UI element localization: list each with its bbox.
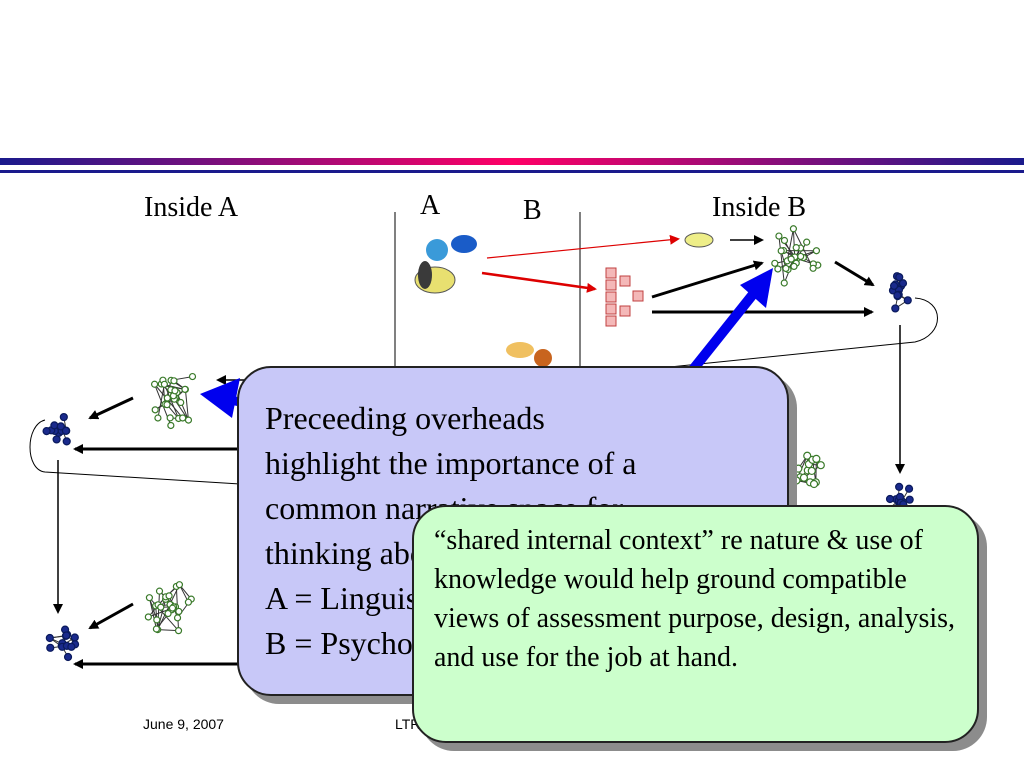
label-inside-b: Inside B (712, 192, 807, 223)
network-node-icon (888, 272, 912, 313)
knowledge-network-icon (150, 372, 197, 430)
callout-green-text: “shared internal context” re nature & us… (434, 525, 956, 673)
header-rule (0, 158, 1024, 173)
knowledge-network-icon (771, 225, 822, 287)
label-inside-a: Inside A (144, 192, 239, 223)
knowledge-network-icon (792, 451, 825, 489)
callout-blue-line: highlight the importance of a (265, 445, 637, 481)
speaker-b-icon (506, 342, 552, 367)
footer-date: June 9, 2007 (143, 716, 224, 732)
label-b: B (523, 195, 542, 226)
tree-structure-icon (605, 267, 644, 327)
red-arrow-thin (486, 234, 680, 259)
knowledge-network-icon (144, 581, 195, 635)
network-node-icon (45, 625, 80, 662)
speaker-a-icon (414, 235, 477, 294)
network-node-icon (42, 412, 71, 446)
red-arrow-thick (481, 271, 597, 293)
callout-green: “shared internal context” re nature & us… (412, 505, 979, 743)
label-a: A (420, 190, 441, 221)
concept-oval (684, 232, 714, 248)
callout-blue-line: Preceeding overheads (265, 400, 545, 436)
